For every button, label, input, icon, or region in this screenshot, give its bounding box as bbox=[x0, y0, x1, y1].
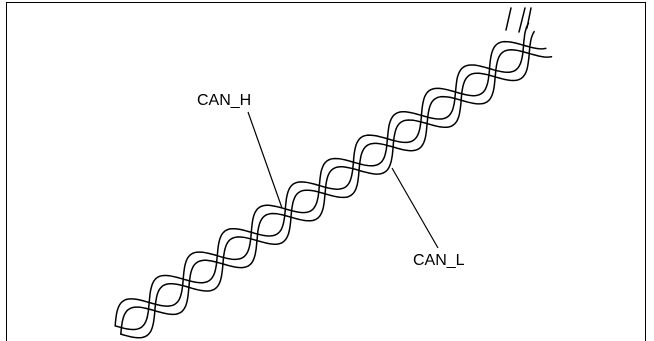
wire-can-l-inner bbox=[114, 22, 530, 327]
can-l-label: CAN_L bbox=[413, 252, 465, 269]
wire-can-l bbox=[120, 30, 535, 335]
cable-end-top-stroke-1 bbox=[505, 7, 512, 31]
can-h-leader-line bbox=[247, 111, 283, 209]
diagram-frame bbox=[6, 2, 646, 341]
can-l-leader-line bbox=[391, 167, 439, 249]
twisted-pair-cable bbox=[114, 22, 553, 339]
wire-can-h-inner bbox=[114, 40, 547, 331]
cable-end-top-stroke-2 bbox=[518, 7, 526, 33]
wire-can-h bbox=[120, 49, 553, 339]
can-h-label: CAN_H bbox=[197, 92, 251, 109]
cable-end-top-stroke-3 bbox=[526, 7, 532, 29]
